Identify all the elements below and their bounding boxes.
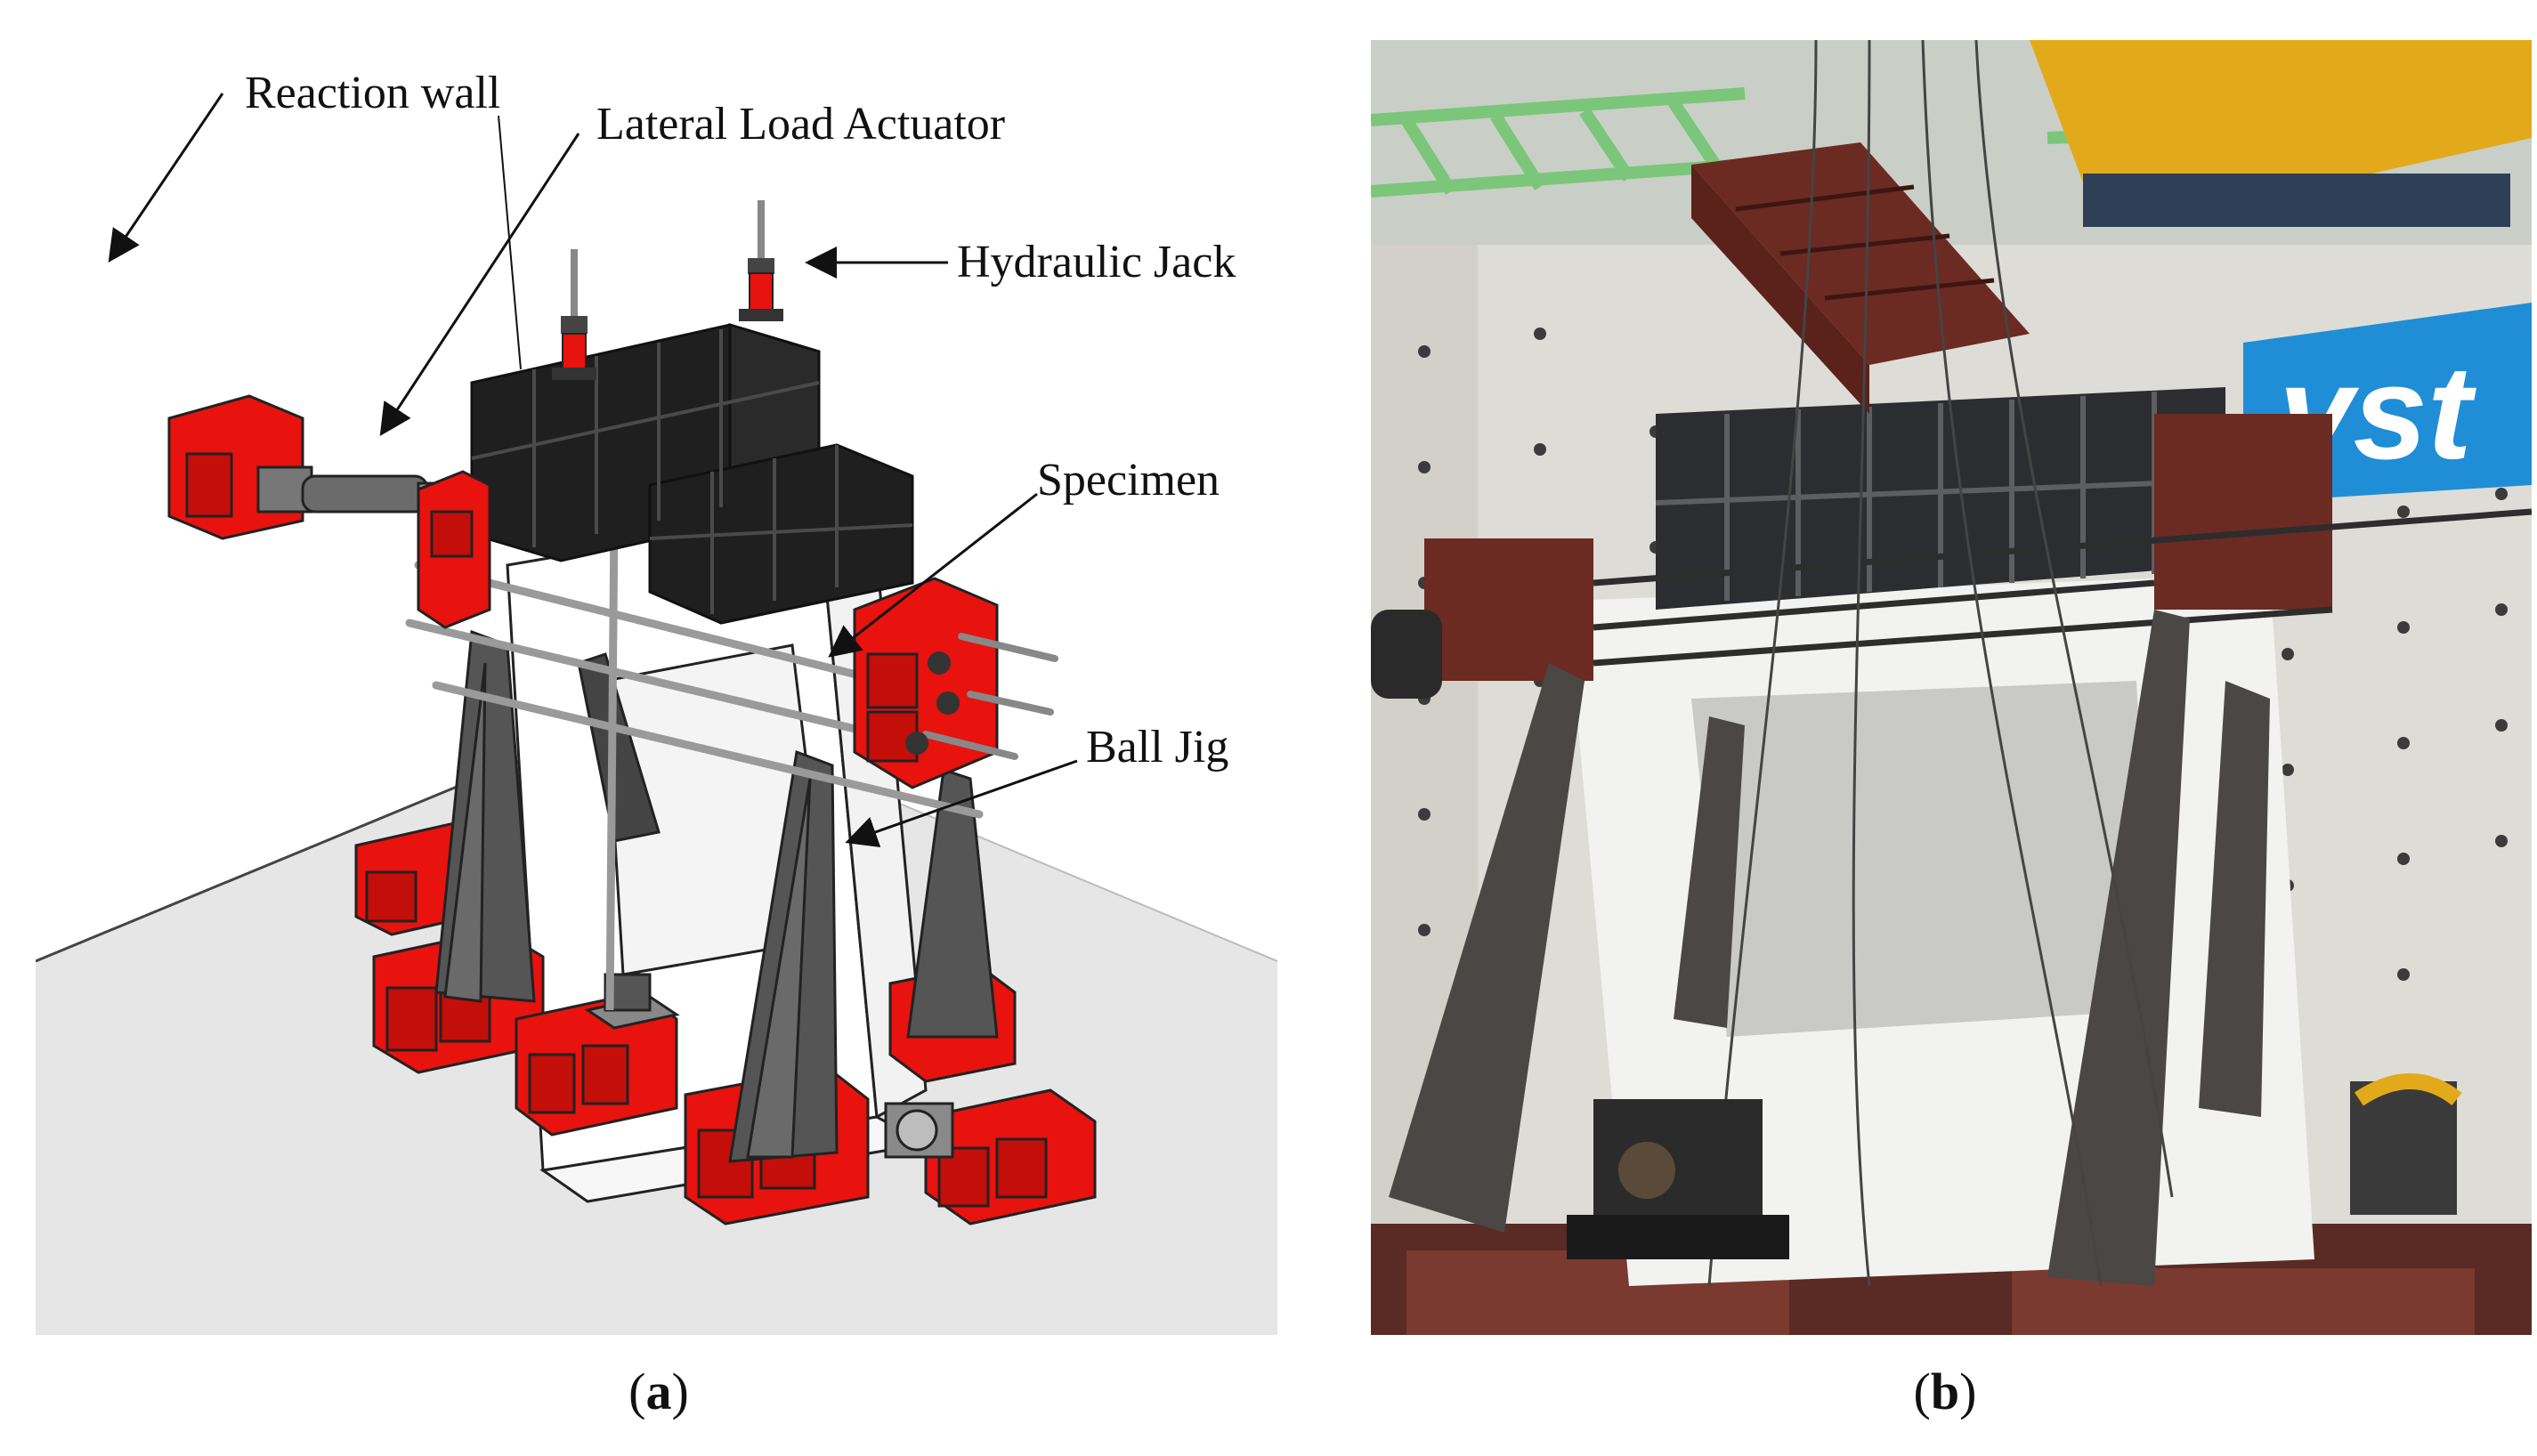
specimen-arrow [828,492,1038,658]
jack-beam [1691,142,2030,414]
caption-b: (b) [1913,1363,1977,1420]
support-column [906,768,999,1039]
support-column [2199,681,2270,1117]
caption-a: (a) [628,1363,689,1420]
loading-beam [1655,387,2226,610]
support-columns [434,629,999,1163]
loading-beam [470,322,914,625]
support-column [1674,716,1745,1028]
label-ball-jig: Ball Jig [1086,722,1229,772]
end-plate [2154,414,2332,610]
end-plate [417,470,491,629]
test-setup-schematic [36,93,1277,1335]
base-block [924,1088,1097,1225]
label-lateral-load-actuator: Lateral Load Actuator [596,99,1006,150]
hydraulic-jack [552,249,596,380]
base-block [515,991,678,1136]
lab-equipment [2350,1073,2462,1215]
support-column [1389,663,1585,1233]
ball-jig-arrow [845,759,1078,847]
support-column [2047,610,2190,1286]
end-plate [1424,538,1593,681]
hydraulic-jack [739,200,783,321]
bottom-roller [884,1102,954,1159]
lab-photograph: vst [1371,40,2532,1335]
photo-panel: vst [1371,40,2532,1335]
end-plate [853,577,999,789]
support-columns [1389,610,2270,1286]
label-hydraulic-jack: Hydraulic Jack [957,237,1236,287]
label-specimen: Specimen [1037,455,1220,506]
reaction-wall-arrow [108,93,224,263]
actuator-arrow [379,133,580,437]
schematic-panel: Reaction wall Lateral Load Actuator Hydr… [36,40,1277,1335]
pin-support [1567,1099,1789,1259]
label-reaction-wall: Reaction wall [245,68,501,118]
